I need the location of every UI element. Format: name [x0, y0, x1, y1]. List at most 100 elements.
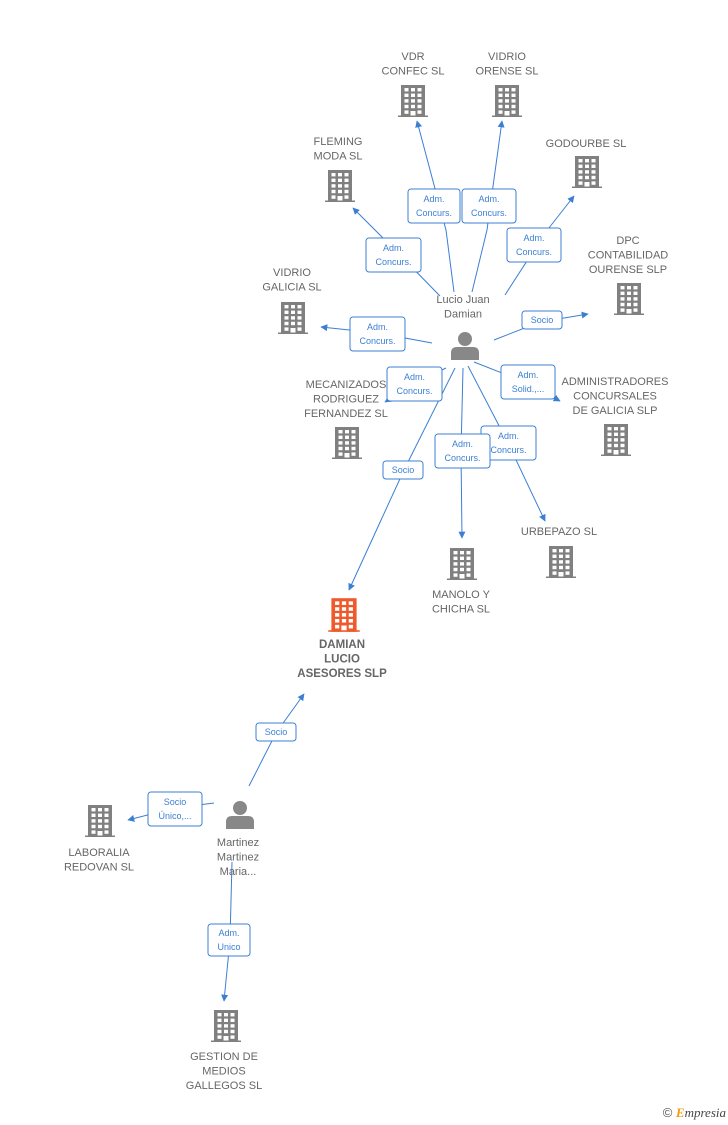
relation-label-e_vdr[interactable]: Adm. Concurs. [407, 188, 461, 224]
node-label: MODA SL [314, 151, 363, 163]
node-laboralia[interactable]: LABORALIA REDOVAN SL [64, 805, 134, 874]
node-label: ADMINISTRADORES [562, 376, 669, 388]
relation-label-e_dpc[interactable]: Socio [521, 310, 563, 330]
relation-label-box [434, 433, 491, 469]
node-label: LABORALIA [68, 847, 130, 859]
node-martinez[interactable]: MartinezMartinezMaria... [217, 801, 259, 878]
node-label: CONCURSALES [573, 391, 657, 403]
node-label: OURENSE SLP [589, 264, 667, 276]
relation-label-text: Concurs. [516, 247, 552, 257]
relation-label-box [147, 791, 203, 827]
relation-label-text: Adm. [383, 243, 404, 253]
relation-label-e_fleming[interactable]: Adm. Concurs. [365, 237, 422, 273]
node-label: DAMIAN [319, 639, 365, 651]
relation-label-e_urbepazo[interactable]: Adm.Concurs. [480, 425, 537, 461]
relation-label-box [382, 460, 424, 480]
relation-label-text: Socio [164, 797, 187, 807]
building-icon [572, 156, 602, 188]
node-godourbe[interactable]: GODOURBE SL [546, 138, 627, 188]
building-icon [328, 598, 360, 632]
building-icon [546, 546, 576, 578]
node-label: VIDRIO [273, 267, 311, 279]
relation-label-e_laboralia[interactable]: SocioÚnico,... [147, 791, 203, 827]
building-icon [325, 170, 355, 202]
node-urbepazo[interactable]: URBEPAZO SL [521, 526, 597, 578]
person-icon [451, 332, 479, 360]
brand-logo[interactable]: Empresia [675, 1105, 726, 1120]
node-label: CONTABILIDAD [588, 250, 669, 262]
building-icon [614, 283, 644, 315]
relation-label-text: Unico [217, 942, 240, 952]
relation-label-e_martinez_damian[interactable]: Socio [255, 722, 297, 742]
building-icon [278, 302, 308, 334]
relation-label-text: Concurs. [396, 386, 432, 396]
relation-label-text: Concurs. [471, 208, 507, 218]
node-label: Martinez [217, 852, 259, 864]
relation-label-e_godourbe[interactable]: Adm. Concurs. [506, 227, 562, 263]
relation-label-text: Adm. [517, 370, 538, 380]
relation-label-e_vidrio_orense[interactable]: Adm. Concurs. [461, 188, 517, 224]
node-label: MECANIZADOS [306, 379, 387, 391]
relation-label-text: Único,... [158, 811, 191, 821]
relation-label-text: Socio [265, 727, 288, 737]
copyright-symbol: © [662, 1105, 673, 1120]
relation-label-text: Adm. [404, 372, 425, 382]
relation-label-text: Adm. [478, 194, 499, 204]
relation-label-box [407, 188, 461, 224]
relation-label-e_gestion[interactable]: Adm.Unico [207, 923, 251, 957]
relation-label-text: Socio [531, 315, 554, 325]
building-icon [447, 548, 477, 580]
relation-label-text: Concurs. [490, 445, 526, 455]
node-label: MEDIOS [202, 1066, 245, 1078]
node-vidrio-galicia[interactable]: VIDRIO GALICIA SL [262, 267, 322, 334]
relation-label-e_manolo[interactable]: Adm.Concurs. [434, 433, 491, 469]
node-label: GODOURBE SL [546, 138, 627, 150]
node-label: DPC [616, 235, 639, 247]
node-label: REDOVAN SL [64, 862, 134, 874]
relation-label-text: Adm. [523, 233, 544, 243]
relation-label-box [386, 366, 443, 402]
relation-label-text: Adm. [367, 322, 388, 332]
relation-label-text: Concurs. [416, 208, 452, 218]
relation-label-box [349, 316, 406, 352]
relation-label-e_vidrio_galicia[interactable]: Adm.Concurs. [349, 316, 406, 352]
building-icon [211, 1010, 241, 1042]
node-label: ORENSE SL [476, 66, 539, 78]
node-label: GALICIA SL [262, 282, 321, 294]
building-icon [601, 424, 631, 456]
relation-label-box [461, 188, 517, 224]
relation-label-box [365, 237, 422, 273]
node-label: MANOLO Y [432, 589, 491, 601]
relation-label-text: Adm. [423, 194, 444, 204]
relation-label-text: Solid.,... [512, 384, 545, 394]
node-label: VDR [401, 51, 424, 63]
node-label: GESTION DE [190, 1051, 258, 1063]
relation-label-e_damian[interactable]: Socio [382, 460, 424, 480]
relation-label-e_administradores[interactable]: Adm. Solid.,... [500, 364, 556, 400]
node-dpc[interactable]: DPC CONTABILIDAD OURENSE SLP [588, 235, 669, 315]
node-label: URBEPAZO SL [521, 526, 597, 538]
relation-label-text: Socio [392, 465, 415, 475]
building-icon [332, 427, 362, 459]
node-label: Lucio Juan [436, 294, 489, 306]
relation-label-e_mecanizados[interactable]: Adm. Concurs. [386, 366, 443, 402]
edge-line-e_vdr [415, 120, 455, 293]
node-label: Maria... [220, 866, 257, 878]
relation-label-text: Concurs. [444, 453, 480, 463]
edge-line-e_vidrio_orense [471, 120, 505, 293]
node-label: RODRIGUEZ [313, 394, 379, 406]
node-label: Martinez [217, 837, 259, 849]
relation-label-box [506, 227, 562, 263]
relation-label-text: Concurs. [375, 257, 411, 267]
relation-label-box [207, 923, 251, 957]
